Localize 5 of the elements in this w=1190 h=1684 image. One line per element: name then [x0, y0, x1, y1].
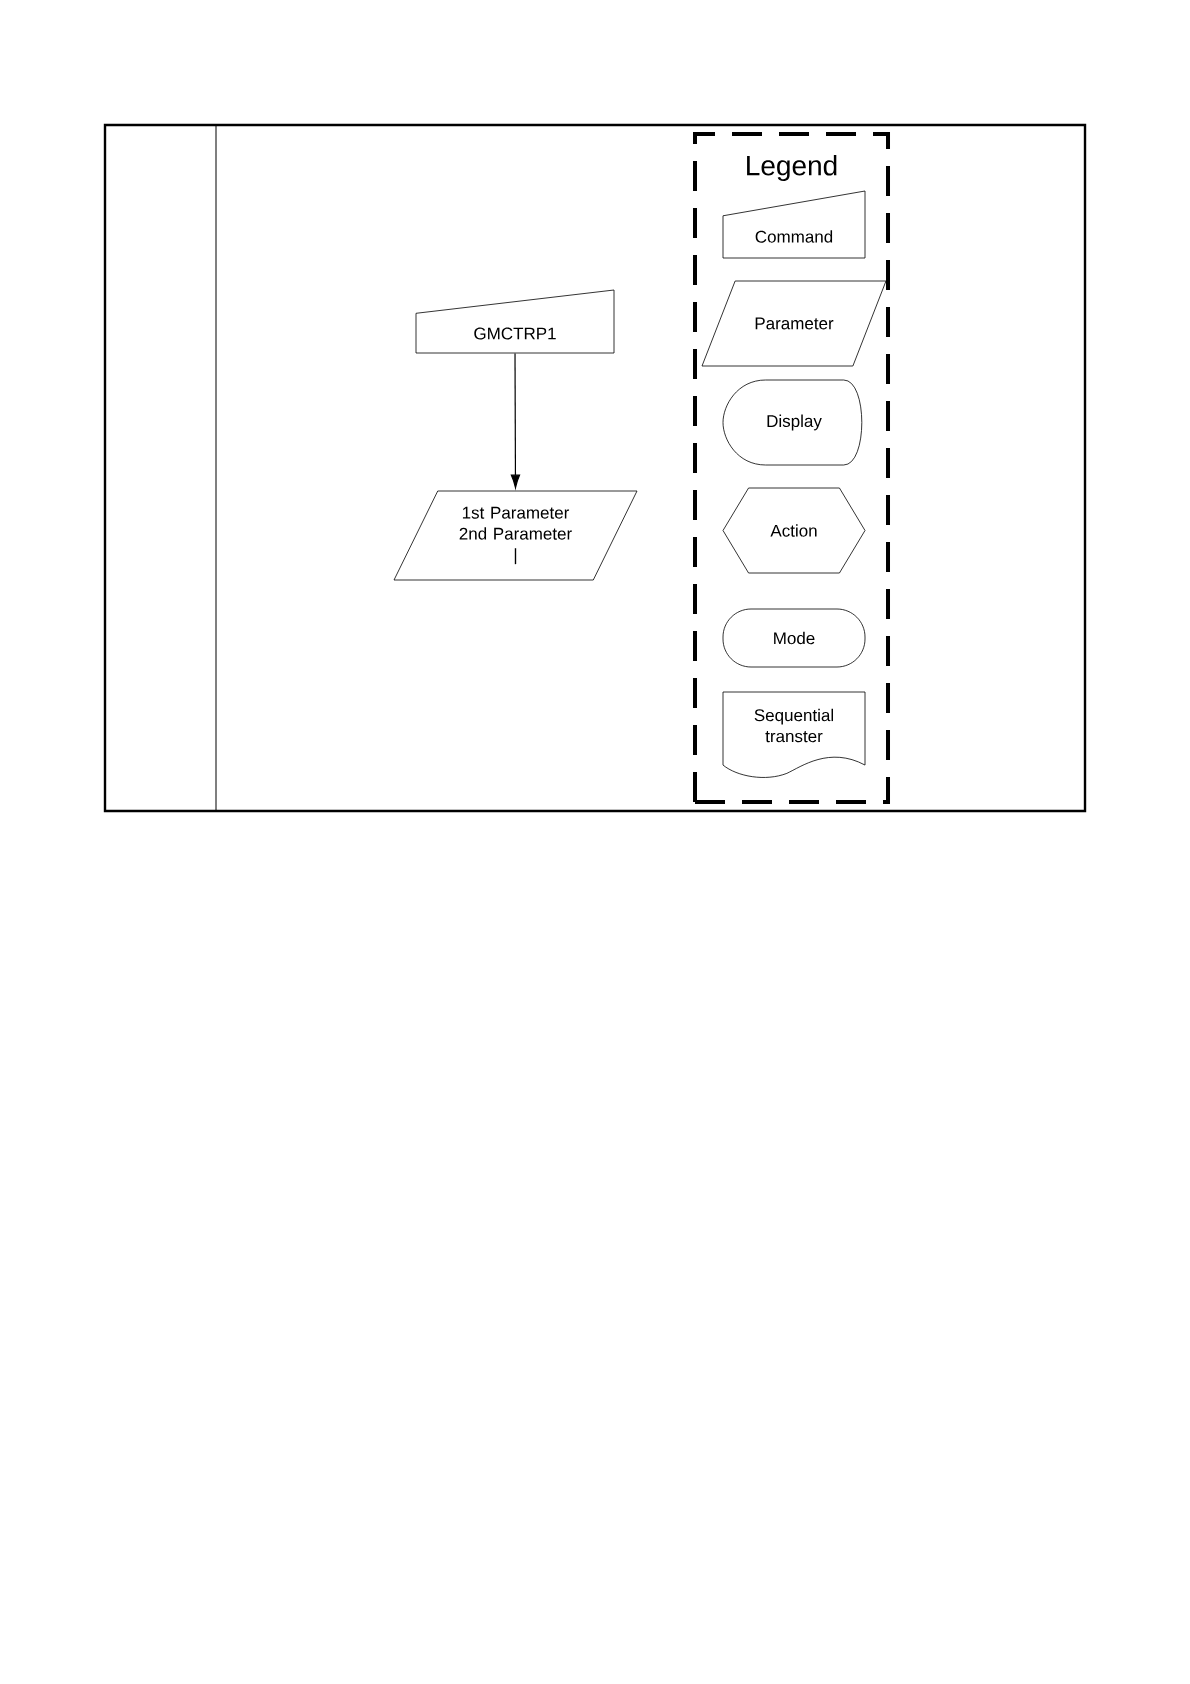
command-box: GMCTRP1 [415, 289, 615, 354]
parameter-parallelogram: Parameter [701, 280, 887, 367]
arrow [510, 352, 521, 489]
command-box: Command [722, 190, 866, 259]
parameter-parallelogram: 1st Parameter 2nd Parameter | [393, 490, 638, 581]
